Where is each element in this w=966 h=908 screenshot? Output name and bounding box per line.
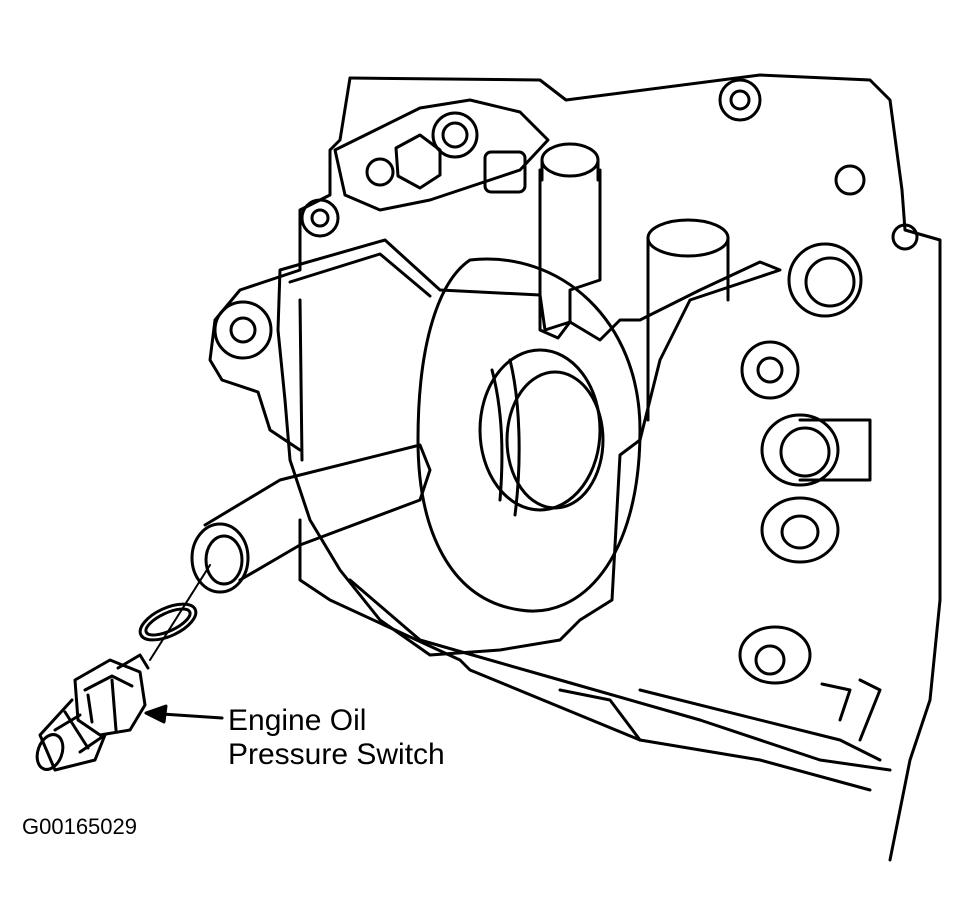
upper-bracket bbox=[333, 98, 550, 212]
figure-id: G00165029 bbox=[22, 814, 137, 839]
engine-block-outline bbox=[208, 73, 942, 862]
lower-right-bosses bbox=[738, 413, 872, 685]
callout-arrow-icon bbox=[144, 704, 224, 724]
callout-label: Engine Oil Pressure Switch bbox=[228, 704, 445, 772]
callout-label-line2: Pressure Switch bbox=[228, 738, 445, 771]
dipstick-tube bbox=[538, 142, 730, 422]
oil-pressure-switch-icon bbox=[35, 653, 150, 772]
assembly-line bbox=[149, 564, 211, 661]
front-cover-plate bbox=[276, 238, 782, 657]
upper-right-bosses bbox=[718, 78, 919, 400]
left-bosses bbox=[213, 198, 340, 360]
seal-housing bbox=[416, 257, 642, 613]
callout-label-line1: Engine Oil bbox=[228, 704, 367, 737]
o-ring bbox=[138, 602, 198, 642]
switch-port-boss bbox=[190, 443, 432, 594]
